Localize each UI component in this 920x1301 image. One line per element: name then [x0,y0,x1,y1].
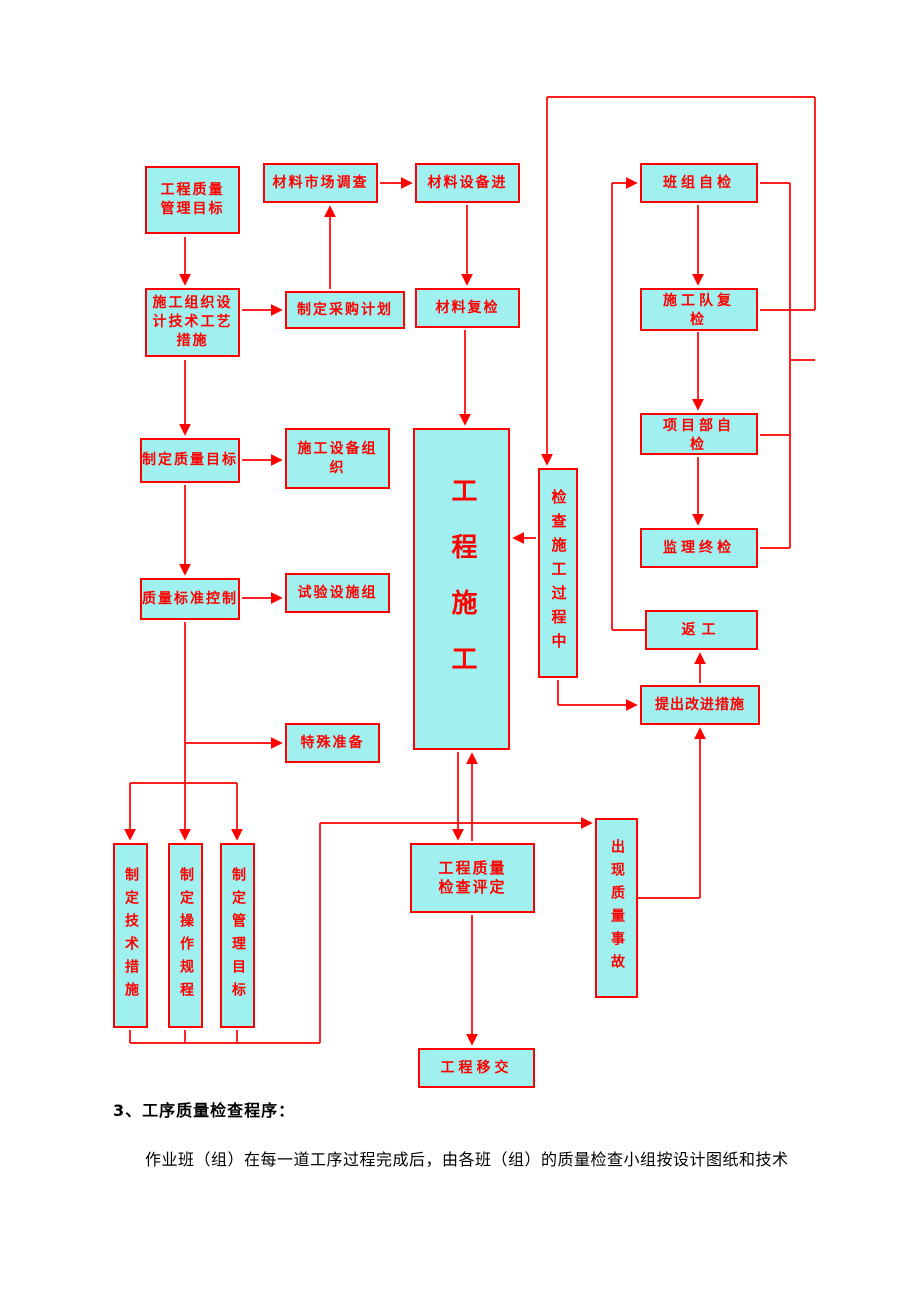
node-material-market-survey: 材料市场调查 [263,163,378,203]
node-material-equipment-entry: 材料设备进 [415,163,520,203]
node-propose-improvement: 提出改进措施 [640,685,760,725]
node-project-dept-self-check: 项目部自 检 [640,413,758,455]
node-quality-inspection-assessment: 工程质量 检查评定 [410,843,535,913]
node-team-self-inspection: 班组自检 [640,163,758,203]
node-procurement-plan: 制定采购计划 [285,291,405,329]
node-inspect-during-process: 检查施工过程中 [538,468,578,678]
connectors [124,96,816,1046]
node-rework: 返工 [645,610,758,650]
node-special-preparation: 特殊准备 [285,723,380,763]
node-quality-standard-control: 质量标准控制 [140,578,240,620]
node-quality-accident: 出现质量事故 [595,818,638,998]
node-make-operation-rules: 制定操作规程 [168,843,203,1028]
node-test-facility-group: 试验设施组 [285,573,390,613]
node-material-recheck: 材料复检 [415,288,520,328]
node-project-handover: 工程移交 [418,1048,535,1088]
node-set-quality-target: 制定质量目标 [140,438,240,483]
node-crew-recheck: 施工队复 检 [640,288,758,331]
node-construction-org-design: 施工组织设 计技术工艺 措施 [145,288,240,357]
node-make-management-goals: 制定管理目标 [220,843,255,1028]
node-equipment-organization: 施工设备组 织 [285,428,390,489]
node-quality-management-goal: 工程质量 管理目标 [145,166,240,234]
node-project-construction: 工程施工 [413,428,510,750]
node-make-technical-measures: 制定技术措施 [113,843,148,1028]
node-supervisor-final-inspection: 监理终检 [640,528,758,568]
section-heading: 3、工序质量检查程序： [113,1101,296,1120]
body-paragraph: 作业班（组）在每一道工序过程完成后，由各班（组）的质量检查小组按设计图纸和技术 [145,1150,789,1169]
